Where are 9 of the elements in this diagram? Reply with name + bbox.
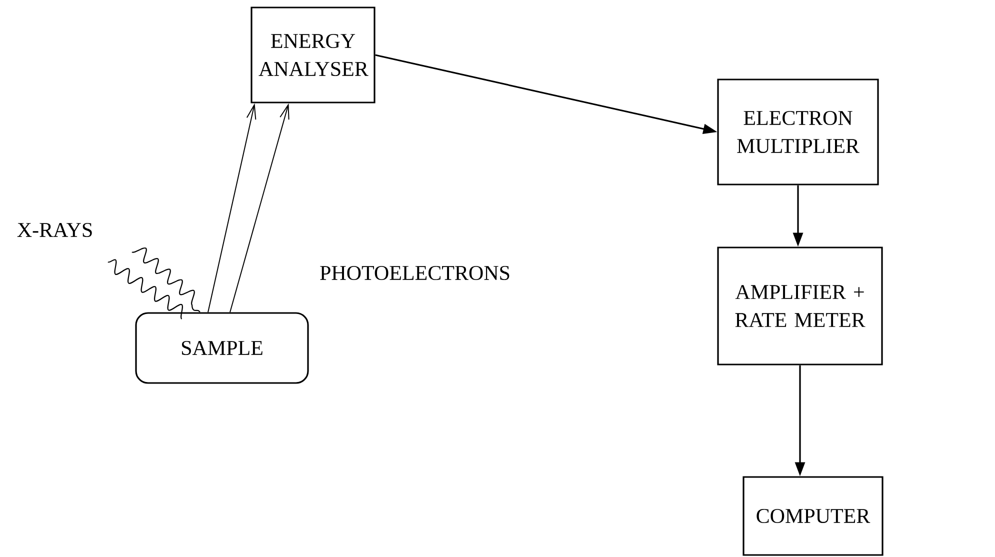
- arrow: [208, 103, 256, 313]
- label: PHOTOELECTRONS: [320, 266, 510, 280]
- process-box: ENERGY ANALYSER: [250, 6, 376, 104]
- label: X-RAYS: [17, 222, 92, 238]
- arrow: [230, 103, 290, 313]
- process-box: AMPLIFIER + RATE METER: [717, 246, 883, 366]
- process-box: COMPUTER: [742, 476, 884, 556]
- sample-box: SAMPLE: [135, 312, 309, 384]
- process-box: ELECTRON MULTIPLIER: [717, 78, 879, 186]
